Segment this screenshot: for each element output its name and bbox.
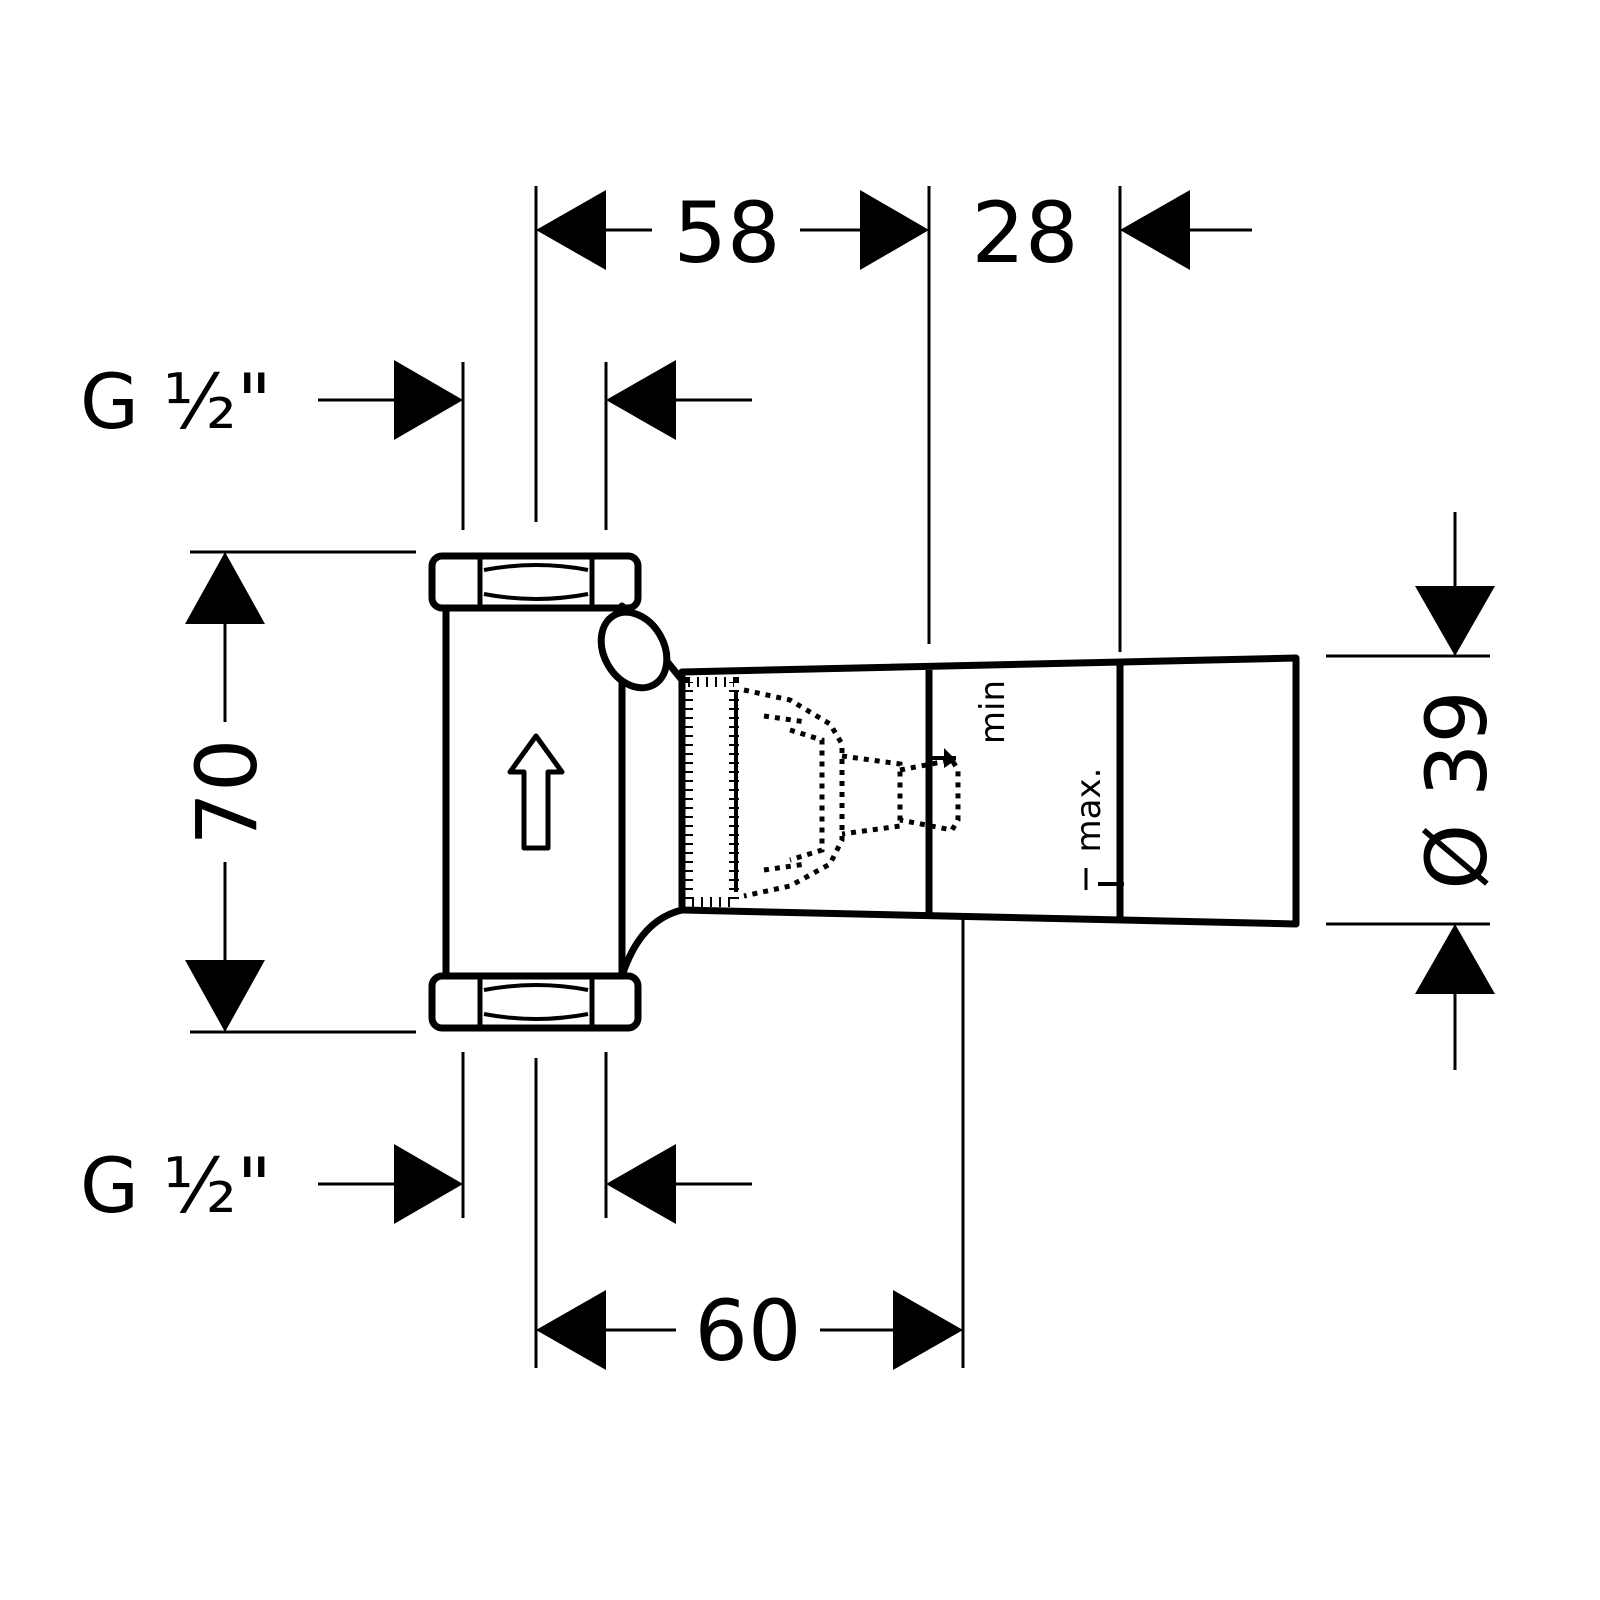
dimension-label-70: 70	[178, 739, 276, 846]
min-marker: min	[930, 680, 1013, 768]
thread-top: G ½"	[80, 357, 752, 446]
flow-arrow-icon	[507, 733, 565, 851]
thread-bottom: G ½"	[80, 1141, 752, 1230]
valve-body: min max.	[428, 552, 1300, 1032]
dimension-label-28: 28	[972, 184, 1079, 282]
dimension-label-60: 60	[695, 1282, 802, 1380]
dimension-label-58: 58	[674, 184, 781, 282]
thread-label-top: G ½"	[80, 357, 272, 446]
max-marker: max.	[1069, 768, 1124, 890]
bottom-nut	[428, 972, 642, 1032]
min-label: min	[973, 680, 1013, 744]
dimension-28: 28	[972, 184, 1252, 282]
dimension-label-diameter: Ø 39	[1408, 690, 1506, 890]
thread-label-bottom: G ½"	[80, 1141, 272, 1230]
extension-lines	[190, 186, 1490, 1368]
dimension-70: 70	[178, 552, 276, 1032]
max-label: max.	[1069, 768, 1109, 853]
dimension-58: 58	[536, 184, 929, 282]
top-nut	[428, 552, 642, 612]
dimension-diameter-39: Ø 39	[1408, 512, 1506, 1070]
dimension-60: 60	[536, 1282, 963, 1380]
hidden-cartridge	[683, 677, 961, 907]
